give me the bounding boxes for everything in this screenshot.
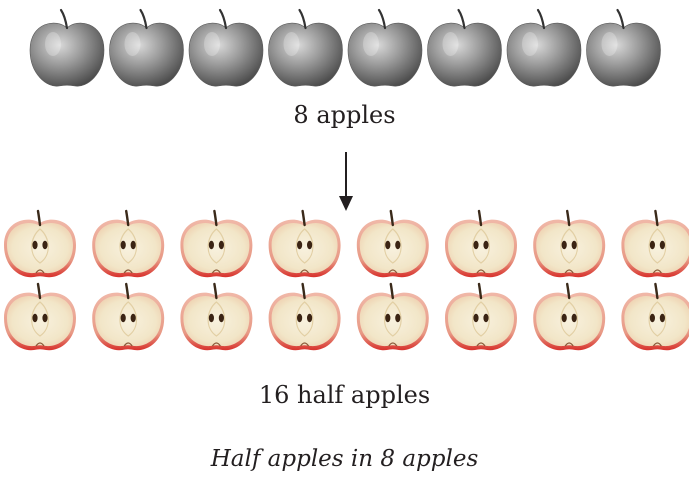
half-apple (621, 282, 689, 351)
half-apple (92, 209, 165, 278)
whole-apple (427, 8, 502, 87)
half-apple (180, 209, 253, 278)
half-apple (445, 209, 517, 278)
whole-apple (188, 8, 264, 87)
half-apple (92, 282, 165, 351)
whole-apples-label: 8 apples (293, 101, 396, 129)
half-apple (268, 209, 341, 278)
half-apple (180, 282, 253, 351)
half-apples-grid (4, 209, 689, 351)
whole-apple (29, 8, 105, 87)
half-apples-label: 16 half apples (258, 381, 431, 409)
half-apple (356, 282, 429, 351)
down-arrow-icon (339, 152, 353, 211)
whole-apple (347, 8, 423, 87)
whole-apple (109, 8, 184, 87)
half-apple (445, 282, 517, 351)
figure-caption: Half apples in 8 apples (210, 446, 479, 472)
whole-apple (586, 8, 661, 87)
half-apple (356, 209, 429, 278)
half-apple (533, 209, 606, 278)
half-apple (621, 209, 689, 278)
half-apple (4, 282, 76, 351)
half-apple (4, 209, 76, 278)
whole-apple (268, 8, 343, 87)
whole-apples-row (29, 8, 661, 87)
half-apple (268, 282, 341, 351)
half-apple (533, 282, 606, 351)
whole-apple (506, 8, 582, 87)
